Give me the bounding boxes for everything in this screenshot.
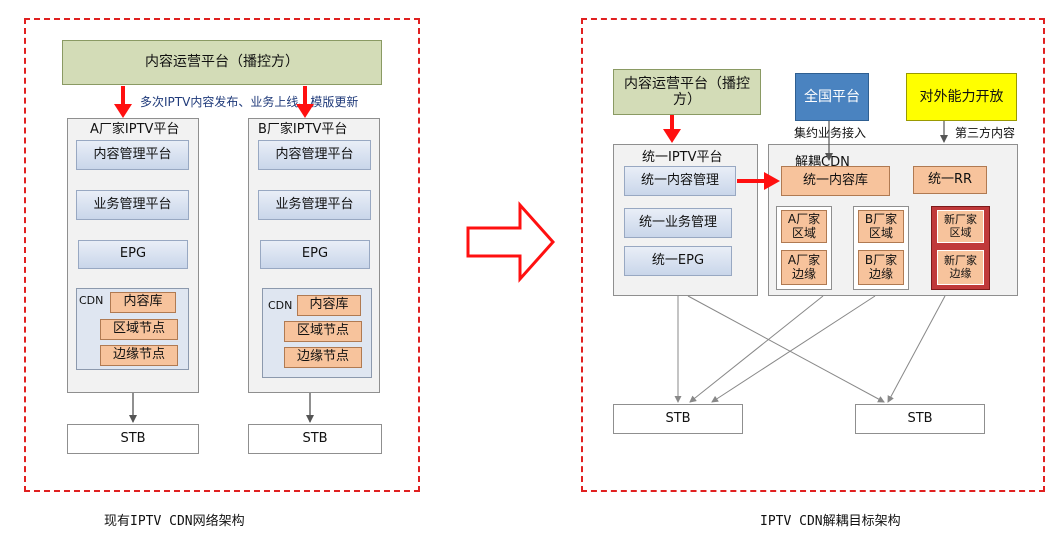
unified-epg: 统一EPG: [624, 246, 732, 276]
vendor-b-edge-node: 边缘节点: [284, 347, 362, 368]
b-region-node: B厂家区域: [858, 210, 904, 243]
unified-rr: 统一RR: [913, 166, 987, 194]
vendor-a-title: A厂家IPTV平台: [90, 122, 180, 137]
new-region-node: 新厂家区域: [937, 210, 984, 243]
vendor-b-title: B厂家IPTV平台: [258, 122, 348, 137]
open-capability-box: 对外能力开放: [906, 73, 1017, 121]
vendor-b-content-lib: 内容库: [297, 295, 361, 316]
a-edge-node: A厂家边缘: [781, 250, 827, 285]
left-stb-b: STB: [248, 424, 382, 454]
current-architecture-frame: [24, 18, 420, 492]
new-edge-node: 新厂家边缘: [937, 250, 984, 285]
vendor-a-biz-mgmt: 业务管理平台: [76, 190, 189, 220]
vendor-b-cdn-label: CDN: [268, 299, 293, 312]
vendor-a-region-node: 区域节点: [100, 319, 178, 340]
third-party-note: 第三方内容: [955, 126, 1016, 140]
right-operator-box: 内容运营平台（播控方）: [613, 69, 761, 115]
left-stb-a: STB: [67, 424, 199, 454]
unified-biz-mgmt: 统一业务管理: [624, 208, 732, 238]
b-edge-node: B厂家边缘: [858, 250, 904, 285]
decoupled-cdn-title: 解耦CDN: [795, 155, 850, 170]
unified-content-lib: 统一内容库: [781, 166, 890, 196]
vendor-a-content-lib: 内容库: [110, 292, 176, 313]
vendor-a-cdn-label: CDN: [79, 294, 104, 307]
national-access-note: 集约业务接入: [794, 126, 867, 140]
vendor-a-edge-node: 边缘节点: [100, 345, 178, 366]
unified-platform-title: 统一IPTV平台: [642, 150, 723, 165]
vendor-b-biz-mgmt: 业务管理平台: [258, 190, 371, 220]
unified-content-mgmt: 统一内容管理: [624, 166, 736, 196]
right-stb-right: STB: [855, 404, 985, 434]
left-caption: 现有IPTV CDN网络架构: [104, 514, 245, 529]
national-platform-box: 全国平台: [795, 73, 869, 121]
target-architecture-frame: [581, 18, 1045, 492]
vendor-a-epg: EPG: [78, 240, 188, 269]
left-flow-note: 多次IPTV内容发布、业务上线、模版更新: [140, 95, 359, 109]
vendor-a-content-mgmt: 内容管理平台: [76, 140, 189, 170]
vendor-b-content-mgmt: 内容管理平台: [258, 140, 371, 170]
left-operator-box: 内容运营平台（播控方）: [62, 40, 382, 85]
vendor-b-epg: EPG: [260, 240, 370, 269]
a-region-node: A厂家区域: [781, 210, 827, 243]
right-stb-left: STB: [613, 404, 743, 434]
right-caption: IPTV CDN解耦目标架构: [760, 514, 901, 529]
vendor-b-region-node: 区域节点: [284, 321, 362, 342]
